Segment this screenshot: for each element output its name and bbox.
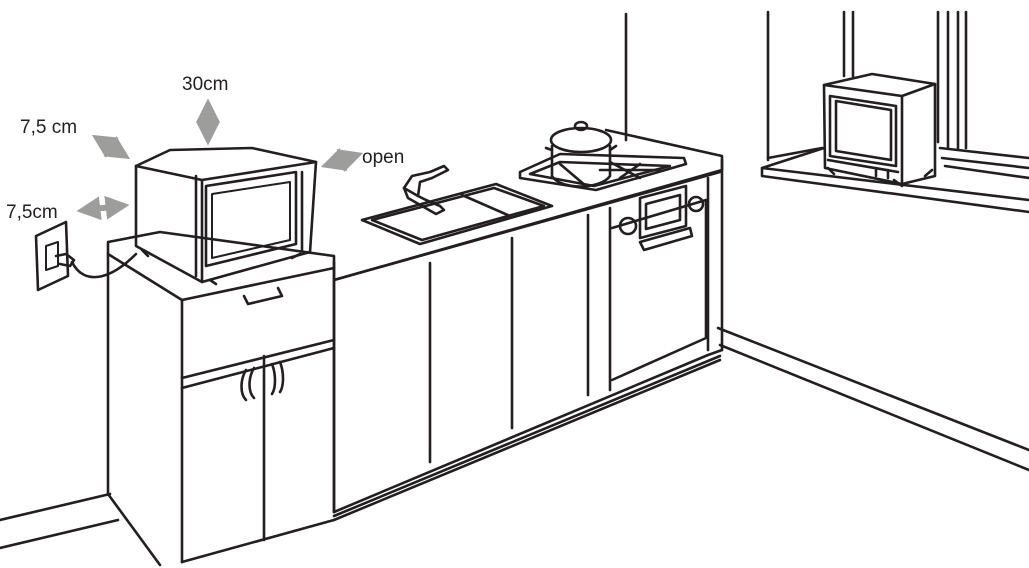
- rear-clearance-arrow: [91, 134, 131, 160]
- top-clearance-label: 30cm: [182, 74, 228, 95]
- rear-clearance-label: 7,5 cm: [20, 117, 77, 138]
- room-walls: [0, 12, 1029, 567]
- front-clearance-label: open: [362, 147, 404, 168]
- sink: [360, 164, 554, 246]
- microwave-stand: [106, 230, 336, 564]
- hob: [518, 152, 688, 192]
- wall-socket: [34, 220, 138, 292]
- side-clearance-label: 7,5cm: [6, 202, 58, 223]
- side-clearance-arrow: [76, 195, 130, 221]
- front-clearance-arrow: [320, 148, 364, 172]
- pot: [544, 120, 618, 188]
- window-appliance: [822, 72, 937, 188]
- clearance-arrows: [76, 98, 364, 221]
- window: [760, 10, 1029, 214]
- microwave-oven: [134, 146, 318, 286]
- counter-cabinets: [332, 128, 724, 522]
